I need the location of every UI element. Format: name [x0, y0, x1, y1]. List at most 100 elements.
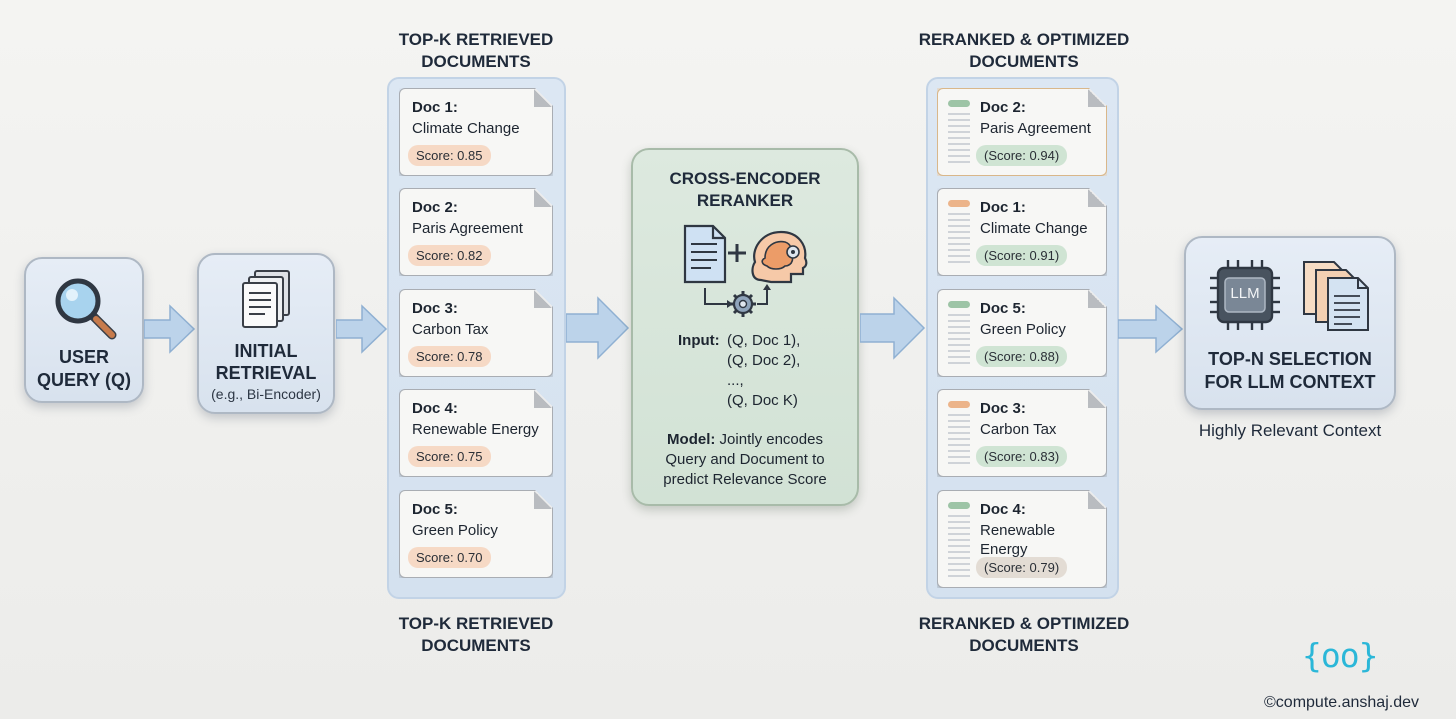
- reranker-title: CROSS-ENCODER RERANKER: [633, 168, 857, 212]
- topn-selection-node: LLM TOP-N SELECTION FOR LLM CONTEXT: [1184, 236, 1396, 410]
- retrieved-title-top-line2: DOCUMENTS: [421, 52, 531, 71]
- reranker-input-list: (Q, Doc 1), (Q, Doc 2), ..., (Q, Doc K): [727, 331, 800, 411]
- doc-name: Climate Change: [412, 120, 520, 137]
- copyright-text: ©compute.anshaj.dev: [1264, 694, 1419, 711]
- doc-name: Carbon Tax: [980, 421, 1057, 438]
- cross-encoder-reranker-node: CROSS-ENCODER RERANKER Input: (Q, Doc 1)…: [631, 148, 859, 506]
- model-line: predict Relevance Score: [663, 471, 827, 488]
- reranker-title-line2: RERANKER: [696, 191, 794, 210]
- magnifier-icon: [55, 278, 117, 340]
- score-badge: Score: 0.82: [408, 245, 491, 266]
- score-badge: (Score: 0.94): [976, 145, 1067, 166]
- reranked-title-top-line1: RERANKED & OPTIMIZED: [918, 30, 1130, 49]
- initial-retrieval-sub: (e.g., Bi-Encoder): [211, 386, 321, 402]
- user-query-node: USER QUERY (Q): [24, 257, 144, 403]
- reranker-input-label: Input:: [678, 331, 720, 351]
- user-query-line2: QUERY (Q): [36, 370, 131, 390]
- input-label: Input:: [678, 332, 720, 349]
- reranked-title-bottom-line1: RERANKED & OPTIMIZED: [918, 614, 1130, 633]
- model-label: Model:: [667, 431, 716, 448]
- color-tab: [948, 301, 970, 308]
- reranked-doc-card[interactable]: Doc 3: Carbon Tax (Score: 0.83): [937, 389, 1107, 477]
- initial-retrieval-line1: INITIAL: [234, 341, 298, 361]
- reranked-doc-card[interactable]: Doc 1: Climate Change (Score: 0.91): [937, 188, 1107, 276]
- retrieved-doc-card[interactable]: Doc 3: Carbon Tax Score: 0.78: [399, 289, 553, 377]
- text-lines-icon: [948, 314, 970, 370]
- doc-name: Climate Change: [980, 220, 1088, 237]
- doc-number: Doc 4:: [980, 501, 1026, 518]
- retrieved-doc-card[interactable]: Doc 1: Climate Change Score: 0.85: [399, 88, 553, 176]
- score-badge: (Score: 0.91): [976, 245, 1067, 266]
- doc-number: Doc 1:: [412, 99, 458, 116]
- retrieved-doc-card[interactable]: Doc 5: Green Policy Score: 0.70: [399, 490, 553, 578]
- color-tab: [948, 200, 970, 207]
- doc-number: Doc 4:: [412, 400, 458, 417]
- doc-name: Green Policy: [980, 321, 1066, 338]
- brand-logo: {oo}: [1302, 636, 1378, 675]
- text-lines-icon: [948, 213, 970, 269]
- arrow-retrieval-to-docs: [336, 304, 388, 354]
- arrow-docs-to-reranker: [566, 296, 630, 360]
- color-tab: [948, 100, 970, 107]
- score-badge: (Score: 0.88): [976, 346, 1067, 367]
- documents-stack-icon: [1303, 261, 1369, 331]
- input-line: (Q, Doc K): [727, 392, 798, 409]
- score-badge: Score: 0.70: [408, 547, 491, 568]
- doc-number: Doc 5:: [980, 300, 1026, 317]
- doc-name: Carbon Tax: [412, 321, 489, 338]
- topn-caption: Highly Relevant Context: [1198, 421, 1382, 440]
- arrow-reranker-to-reranked: [860, 296, 926, 360]
- doc-number: Doc 1:: [980, 199, 1026, 216]
- doc-name: Renewable Energy: [980, 521, 1055, 559]
- topn-line1: TOP-N SELECTION: [1208, 349, 1372, 369]
- reranked-doc-card[interactable]: Doc 2: Paris Agreement (Score: 0.94): [937, 88, 1107, 176]
- retrieved-title-bottom: TOP-K RETRIEVED DOCUMENTS: [376, 613, 576, 657]
- doc-number: Doc 3:: [412, 300, 458, 317]
- documents-stack-icon: [242, 270, 290, 328]
- llm-chip-icon: [1210, 260, 1280, 330]
- doc-name: Paris Agreement: [980, 120, 1091, 137]
- doc-number: Doc 2:: [412, 199, 458, 216]
- llm-chip-label: LLM: [1230, 285, 1260, 302]
- doc-number: Doc 2:: [980, 99, 1026, 116]
- doc-name-line2: Energy: [980, 541, 1028, 558]
- retrieved-title-top-line1: TOP-K RETRIEVED: [398, 30, 554, 49]
- color-tab: [948, 401, 970, 408]
- topn-line2: FOR LLM CONTEXT: [1204, 372, 1376, 392]
- text-lines-icon: [948, 515, 970, 581]
- reranked-title-top: RERANKED & OPTIMIZED DOCUMENTS: [902, 29, 1146, 73]
- reranker-title-line1: CROSS-ENCODER: [669, 169, 821, 188]
- user-query-line1: USER: [58, 347, 109, 367]
- retrieved-title-bottom-line2: DOCUMENTS: [421, 636, 531, 655]
- retrieved-title-top: TOP-K RETRIEVED DOCUMENTS: [376, 29, 576, 73]
- doc-number: Doc 3:: [980, 400, 1026, 417]
- doc-name: Renewable Energy: [412, 421, 539, 438]
- reranked-title-bottom: RERANKED & OPTIMIZED DOCUMENTS: [902, 613, 1146, 657]
- model-line: Query and Document to: [665, 451, 825, 468]
- score-badge: (Score: 0.83): [976, 446, 1067, 467]
- doc-name: Paris Agreement: [412, 220, 523, 237]
- initial-retrieval-line2: RETRIEVAL: [215, 363, 317, 383]
- retrieved-doc-card[interactable]: Doc 2: Paris Agreement Score: 0.82: [399, 188, 553, 276]
- doc-name: Green Policy: [412, 522, 498, 539]
- document-brain-gear-icon: [683, 224, 808, 317]
- doc-name-line1: Renewable: [980, 522, 1056, 539]
- input-line: (Q, Doc 2),: [727, 352, 801, 369]
- doc-number: Doc 5:: [412, 501, 458, 518]
- model-line: Jointly encodes: [719, 431, 823, 448]
- retrieved-title-bottom-line1: TOP-K RETRIEVED: [398, 614, 554, 633]
- score-badge: Score: 0.75: [408, 446, 491, 467]
- retrieved-doc-card[interactable]: Doc 4: Renewable Energy Score: 0.75: [399, 389, 553, 477]
- arrow-query-to-retrieval: [144, 304, 196, 354]
- arrow-reranked-to-topn: [1118, 304, 1184, 354]
- score-badge: (Score: 0.79): [976, 557, 1067, 578]
- text-lines-icon: [948, 113, 970, 169]
- reranker-model-text: Model: Jointly encodes Query and Documen…: [633, 430, 857, 490]
- reranked-doc-card[interactable]: Doc 4: Renewable Energy (Score: 0.79): [937, 490, 1107, 588]
- reranked-doc-card[interactable]: Doc 5: Green Policy (Score: 0.88): [937, 289, 1107, 377]
- color-tab: [948, 502, 970, 509]
- initial-retrieval-node: INITIAL RETRIEVAL (e.g., Bi-Encoder): [197, 253, 335, 414]
- score-badge: Score: 0.85: [408, 145, 491, 166]
- reranked-title-top-line2: DOCUMENTS: [969, 52, 1079, 71]
- score-badge: Score: 0.78: [408, 346, 491, 367]
